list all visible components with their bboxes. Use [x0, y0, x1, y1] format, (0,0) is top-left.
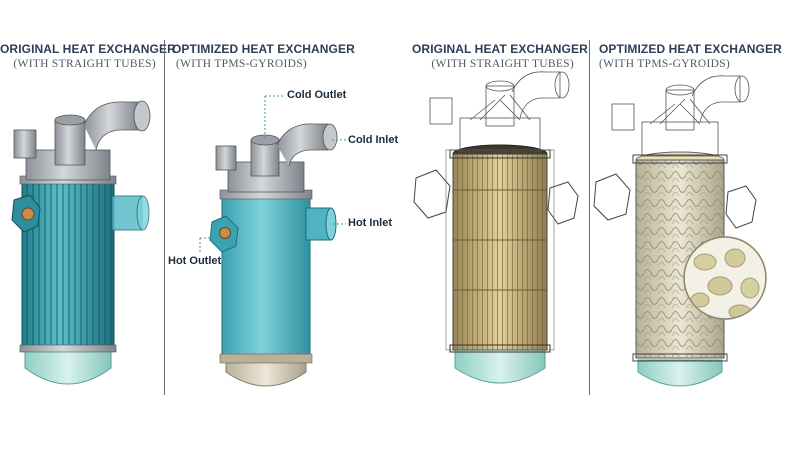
callout-cold-outlet: Cold Outlet — [287, 89, 347, 101]
callout-hot-outlet: Hot Outlet — [168, 255, 222, 267]
panel-2-caption: OPTIMIZED HEAT EXCHANGER (WITH TPMS-GYRO… — [172, 42, 355, 72]
panel-2-subtitle: (WITH TPMS-GYROIDS) — [176, 58, 308, 70]
panel-4-subtitle: (WITH TPMS-GYROIDS) — [599, 58, 731, 70]
panel-1-title: ORIGINAL HEAT EXCHANGER — [0, 42, 176, 56]
divider-2 — [589, 40, 590, 395]
callout-cold-inlet: Cold Inlet — [348, 134, 399, 146]
original-exchanger-solid — [11, 100, 151, 385]
panel-4-title: OPTIMIZED HEAT EXCHANGER — [599, 42, 782, 56]
callout-hot-inlet: Hot Inlet — [348, 217, 392, 229]
panel-1-subtitle: (WITH STRAIGHT TUBES) — [13, 58, 156, 70]
panel-1-caption: ORIGINAL HEAT EXCHANGER (WITH STRAIGHT T… — [0, 42, 176, 72]
panel-2-title: OPTIMIZED HEAT EXCHANGER — [172, 42, 355, 56]
optimized-exchanger-solid — [199, 95, 346, 387]
optimized-exchanger-wireframe — [593, 75, 767, 387]
panel-4-caption: OPTIMIZED HEAT EXCHANGER (WITH TPMS-GYRO… — [599, 42, 782, 72]
panel-3-caption: ORIGINAL HEAT EXCHANGER (WITH STRAIGHT T… — [412, 42, 588, 72]
panel-3-subtitle: (WITH STRAIGHT TUBES) — [431, 58, 574, 70]
original-exchanger-wireframe — [413, 71, 579, 384]
divider-1 — [164, 40, 165, 395]
panel-3-title: ORIGINAL HEAT EXCHANGER — [412, 42, 588, 56]
